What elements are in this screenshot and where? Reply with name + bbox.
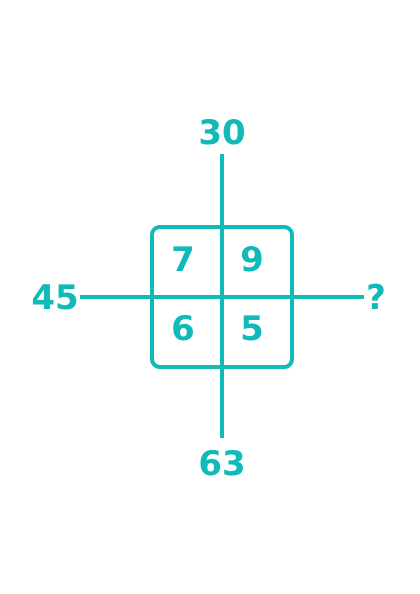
left-value: 45 — [31, 278, 79, 318]
cell-top-left: 7 — [171, 240, 195, 280]
right-value: ? — [366, 278, 386, 318]
cell-bottom-left: 6 — [171, 309, 195, 349]
cell-top-right: 9 — [240, 240, 264, 280]
cell-bottom-right: 5 — [240, 309, 264, 349]
top-value: 30 — [198, 113, 246, 153]
bottom-value: 63 — [198, 444, 246, 484]
